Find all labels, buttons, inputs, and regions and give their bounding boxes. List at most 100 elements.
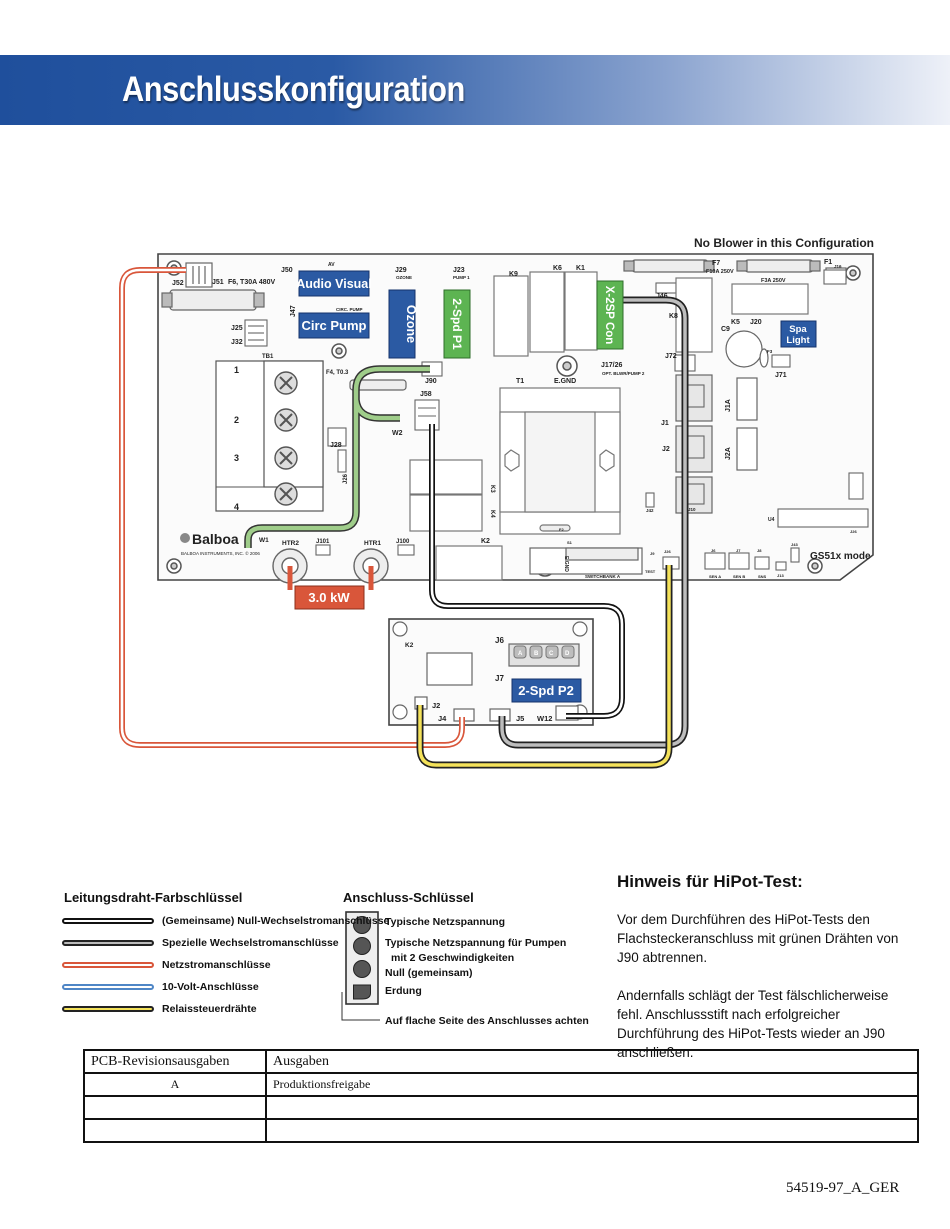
svg-text:J47: J47: [290, 305, 297, 317]
key-pump-voltage-2: mit 2 Geschwindigkeiten: [391, 952, 515, 964]
legend-label-neutral: (Gemeinsame) Null-Wechselstromanschlüsse: [162, 915, 390, 927]
svg-text:W12: W12: [537, 714, 552, 723]
svg-text:J2: J2: [432, 701, 440, 710]
x2sp-label: X-2SP Con: [596, 280, 624, 350]
svg-text:J16: J16: [834, 264, 842, 269]
svg-text:TB1: TB1: [262, 354, 274, 360]
svg-text:GS51x mode: GS51x mode: [810, 551, 871, 562]
hipot-title: Hinweis für HiPot-Test:: [617, 872, 803, 891]
revision-table-header: PCB-Revisionsausgaben Ausgaben: [83, 1049, 919, 1074]
svg-text:J1: J1: [661, 420, 669, 427]
svg-text:PUMP 1: PUMP 1: [453, 275, 470, 280]
legend-label-special: Spezielle Wechselstromanschlüsse: [162, 937, 339, 949]
legend-row-10v: 10-Volt-Anschlüsse: [62, 979, 259, 995]
balboa-copyright: BALBOA INSTRUMENTS, INC. © 2006: [181, 550, 260, 556]
transformer-t1: [499, 387, 621, 535]
svg-text:AV: AV: [328, 262, 335, 268]
svg-text:X-2SP Con: X-2SP Con: [603, 286, 615, 345]
svg-text:T1: T1: [516, 378, 524, 385]
cell-issue: Produktionsfreigabe: [265, 1072, 919, 1097]
svg-text:4: 4: [234, 502, 239, 512]
svg-text:J26: J26: [850, 529, 857, 534]
svg-text:J71: J71: [775, 372, 787, 379]
key-flat-side-note: Auf flache Seite des Anschlusses achten: [385, 1015, 589, 1027]
legend-line-relay: [62, 1006, 154, 1012]
svg-text:J26: J26: [343, 473, 349, 484]
svg-text:J43: J43: [791, 542, 798, 547]
table-row: A Produktionsfreigabe: [83, 1072, 919, 1097]
legend-line-neutral: [62, 918, 154, 924]
svg-text:2-Spd P1: 2-Spd P1: [450, 298, 464, 350]
cell-revision: A: [83, 1072, 267, 1097]
header-issues: Ausgaben: [265, 1049, 919, 1074]
header-pcb-revision: PCB-Revisionsausgaben: [83, 1049, 267, 1074]
table-row: [83, 1118, 919, 1143]
svg-text:J9: J9: [650, 551, 655, 556]
svg-text:F6, T30A 480V: F6, T30A 480V: [228, 279, 276, 286]
legend-label-relay: Relaissteuerdrähte: [162, 1003, 257, 1015]
svg-text:F10A 250V: F10A 250V: [706, 269, 734, 275]
svg-text:SNS: SNS: [758, 574, 767, 579]
svg-text:K4: K4: [489, 510, 495, 518]
page-title: Anschlusskonfiguration: [122, 70, 465, 109]
svg-text:K9: K9: [509, 271, 518, 278]
svg-text:Ozone: Ozone: [404, 305, 418, 343]
balboa-logo: Balboa BALBOA INSTRUMENTS, INC. © 2006: [180, 531, 260, 556]
fuses: [161, 259, 847, 391]
svg-text:K5: K5: [731, 319, 740, 326]
svg-text:HTR1: HTR1: [364, 540, 381, 547]
relays: [409, 271, 809, 581]
svg-text:Light: Light: [786, 335, 810, 346]
svg-text:J7: J7: [495, 674, 504, 683]
svg-text:2: 2: [234, 415, 239, 425]
legend-label-mains: Netzstromanschlüsse: [162, 959, 271, 971]
svg-text:W2: W2: [392, 430, 403, 437]
svg-text:J20: J20: [750, 319, 762, 326]
svg-text:J26: J26: [664, 549, 671, 554]
pin-c: C: [549, 651, 554, 657]
legend-label-10v: 10-Volt-Anschlüsse: [162, 981, 259, 993]
board-text-labels: J52 J51 F6, T30A 480V J50 AV J47 CIRC. P…: [172, 259, 871, 579]
balboa-logo-text: Balboa: [192, 531, 239, 547]
svg-text:J50: J50: [281, 267, 293, 274]
document-number: 54519-97_A_GER: [786, 1180, 900, 1196]
config-note: No Blower in this Configuration: [694, 236, 874, 250]
hipot-paragraph-1: Vor dem Durchführen des HiPot-Tests den …: [617, 912, 899, 965]
legend-line-mains: [62, 962, 154, 968]
legend-row-neutral: (Gemeinsame) Null-Wechselstromanschlüsse: [62, 913, 389, 929]
cell-issue: [265, 1095, 919, 1120]
svg-text:J4: J4: [438, 714, 447, 723]
legend-line-special: [62, 940, 154, 946]
right-components: [529, 330, 769, 575]
svg-text:3.0 kW: 3.0 kW: [308, 590, 350, 605]
svg-text:E.GND: E.GND: [554, 378, 576, 385]
svg-text:J10: J10: [688, 507, 696, 512]
svg-text:2-Spd P2: 2-Spd P2: [518, 683, 574, 698]
svg-text:TEST: TEST: [645, 569, 656, 574]
svg-text:3: 3: [234, 453, 239, 463]
svg-text:J17/26: J17/26: [601, 362, 623, 369]
pin-d: D: [565, 651, 570, 657]
svg-text:J28: J28: [330, 442, 342, 449]
connector-key-drawing: [341, 911, 380, 1021]
ozone-label: Ozone: [388, 289, 418, 359]
svg-text:K6: K6: [553, 265, 562, 272]
svg-text:J23: J23: [453, 267, 465, 274]
svg-text:Audio Visual: Audio Visual: [296, 277, 371, 291]
svg-text:F4, T0.3: F4, T0.3: [326, 370, 349, 376]
cell-revision: [83, 1095, 267, 1120]
svg-text:E.GND: E.GND: [563, 556, 569, 572]
svg-text:CIRC. PUMP: CIRC. PUMP: [336, 307, 363, 312]
svg-text:K8: K8: [669, 313, 678, 320]
circ-pump-label: Circ Pump: [298, 312, 370, 339]
svg-text:J51: J51: [212, 279, 224, 286]
svg-text:SEN A: SEN A: [709, 574, 721, 579]
svg-text:J7: J7: [736, 548, 741, 553]
terminal-block-tb1: [215, 360, 324, 512]
svg-text:Circ Pump: Circ Pump: [301, 318, 366, 333]
svg-text:J58: J58: [420, 391, 432, 398]
key-pump-voltage: Typische Netzspannung für Pumpen: [385, 937, 567, 949]
svg-text:J1A: J1A: [725, 399, 732, 412]
svg-text:S1: S1: [567, 540, 573, 545]
svg-text:K1: K1: [576, 265, 585, 272]
